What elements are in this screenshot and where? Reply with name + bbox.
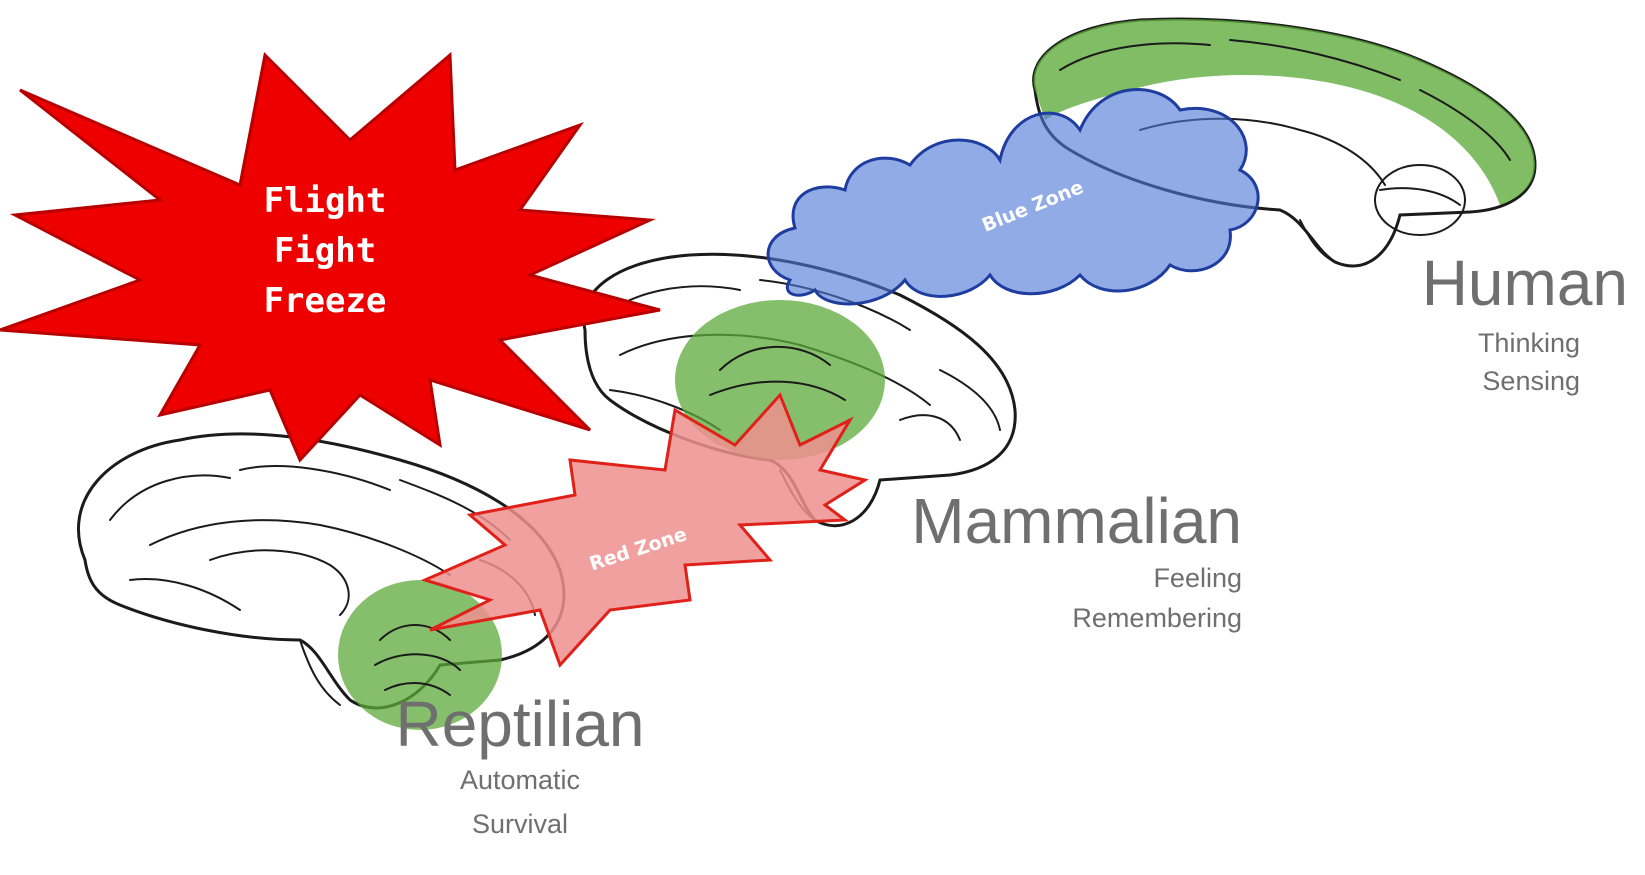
reptilian-line-2: Survival <box>472 809 568 839</box>
reptilian-label-group: Reptilian Automatic Survival <box>395 688 644 839</box>
mammalian-line-2: Remembering <box>1072 603 1242 633</box>
human-label-group: Human Thinking Sensing <box>1422 247 1628 396</box>
alert-line-fight: Fight <box>274 231 376 271</box>
human-line-2: Sensing <box>1482 366 1580 396</box>
mammalian-title: Mammalian <box>911 485 1242 557</box>
alert-line-flight: Flight <box>264 181 387 221</box>
human-title: Human <box>1422 247 1628 319</box>
fight-flight-freeze-burst: Flight Fight Freeze <box>0 55 660 460</box>
blue-zone: Blue Zone <box>768 90 1258 304</box>
human-line-1: Thinking <box>1478 328 1580 358</box>
alert-line-freeze: Freeze <box>264 281 387 321</box>
mammalian-label-group: Mammalian Feeling Remembering <box>911 485 1242 633</box>
mammalian-line-1: Feeling <box>1153 563 1242 593</box>
reptilian-line-1: Automatic <box>460 765 580 795</box>
reptilian-title: Reptilian <box>395 688 644 760</box>
